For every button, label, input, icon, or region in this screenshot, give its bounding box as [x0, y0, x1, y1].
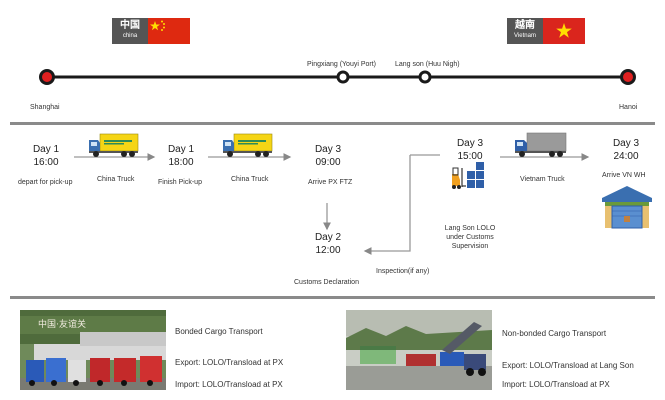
inspection-label: Inspection(if any): [376, 268, 430, 275]
step-2-caption: Finish Pick-up: [158, 179, 202, 186]
vietnam-name-box: 越南 Vietnam: [507, 18, 543, 44]
step-1-day: Day 1: [32, 144, 60, 155]
step-4-timestamp: Day 2 12:00: [306, 231, 350, 257]
step-2-timestamp: Day 1 18:00: [159, 143, 203, 169]
arrow-customs-langson: [363, 155, 411, 255]
step-5-day: Day 3: [456, 138, 484, 149]
bonded-cargo-photo: 中国·友谊关: [20, 310, 166, 390]
step-6-day: Day 3: [612, 138, 640, 149]
step-6-timestamp: Day 3 24:00: [604, 137, 648, 163]
bonded-cargo-import: Import: LOLO/Transload at PX: [175, 380, 283, 389]
non-bonded-cargo-photo: [346, 310, 492, 390]
china-flag-icon: [148, 18, 190, 44]
china-native-name: 中国: [120, 20, 140, 31]
transport-label-1: China Truck: [97, 176, 135, 183]
china-truck-icon: [223, 133, 273, 157]
step-3-caption: Arrive PX FTZ: [308, 179, 353, 186]
china-name-box: 中国 china: [112, 18, 148, 44]
china-truck-icon: [89, 133, 139, 157]
forklift-icon: [452, 162, 484, 189]
vietnam-native-name: 越南: [515, 20, 535, 31]
step-5-caption: Lang Son LOLO under Customs Supervision: [444, 225, 496, 250]
step-5-time: 15:00: [457, 151, 483, 162]
china-flag-badge: 中国 china: [112, 18, 190, 44]
step-1-caption: depart for pick-up: [18, 179, 73, 186]
step-3-timestamp: Day 3 09:00: [306, 143, 350, 169]
bonded-cargo-title: Bonded Cargo Transport: [175, 327, 263, 336]
bonded-cargo-export: Export: LOLO/Transload at PX: [175, 358, 284, 367]
step-4-caption: Customs Declaration: [294, 279, 359, 286]
vietnam-flag-badge: 越南 Vietnam: [507, 18, 585, 44]
flow-arrows: [74, 153, 590, 255]
stop-label-shanghai: Shanghai: [30, 104, 60, 111]
stop-label-hanoi: Hanoi: [619, 104, 638, 111]
step-5-timestamp: Day 3 15:00: [448, 137, 492, 163]
step-6-time: 24:00: [613, 151, 639, 162]
stop-marker-hanoi: [620, 69, 636, 85]
stop-label-langson: Lang son (Huu Nigh): [395, 61, 460, 68]
route-line: [39, 69, 636, 85]
stop-marker-shanghai: [39, 69, 55, 85]
step-1-time: 16:00: [33, 157, 59, 168]
non-bonded-cargo-export: Export: LOLO/Transload at Lang Son: [502, 361, 634, 370]
transport-label-2: China Truck: [231, 176, 269, 183]
step-2-day: Day 1: [167, 144, 195, 155]
step-4-day: Day 2: [314, 232, 342, 243]
non-bonded-cargo-title: Non-bonded Cargo Transport: [502, 329, 607, 338]
step-1-timestamp: Day 1 16:00: [24, 143, 68, 169]
stop-marker-langson: [418, 70, 432, 84]
step-3-time: 09:00: [315, 157, 341, 168]
step-2-time: 18:00: [168, 157, 194, 168]
stop-marker-pingxiang: [336, 70, 350, 84]
top-separator: [10, 122, 655, 125]
vietnam-flag-icon: [543, 18, 585, 44]
step-4-time: 12:00: [315, 245, 341, 256]
stop-label-pingxiang: Pingxiang (Youyi Port): [307, 61, 377, 68]
vietnam-latin-name: Vietnam: [514, 33, 536, 39]
step-6-caption: Arrive VN WH: [602, 172, 646, 179]
svg-text:中国·友谊关: 中国·友谊关: [38, 318, 86, 329]
warehouse-icon: [602, 186, 652, 229]
transport-label-3: Vietnam Truck: [520, 176, 565, 183]
china-latin-name: china: [122, 33, 138, 39]
step-3-day: Day 3: [314, 144, 342, 155]
non-bonded-cargo-import: Import: LOLO/Transload at PX: [502, 380, 610, 389]
middle-separator: [10, 296, 655, 299]
vietnam-truck-icon: [515, 132, 567, 157]
